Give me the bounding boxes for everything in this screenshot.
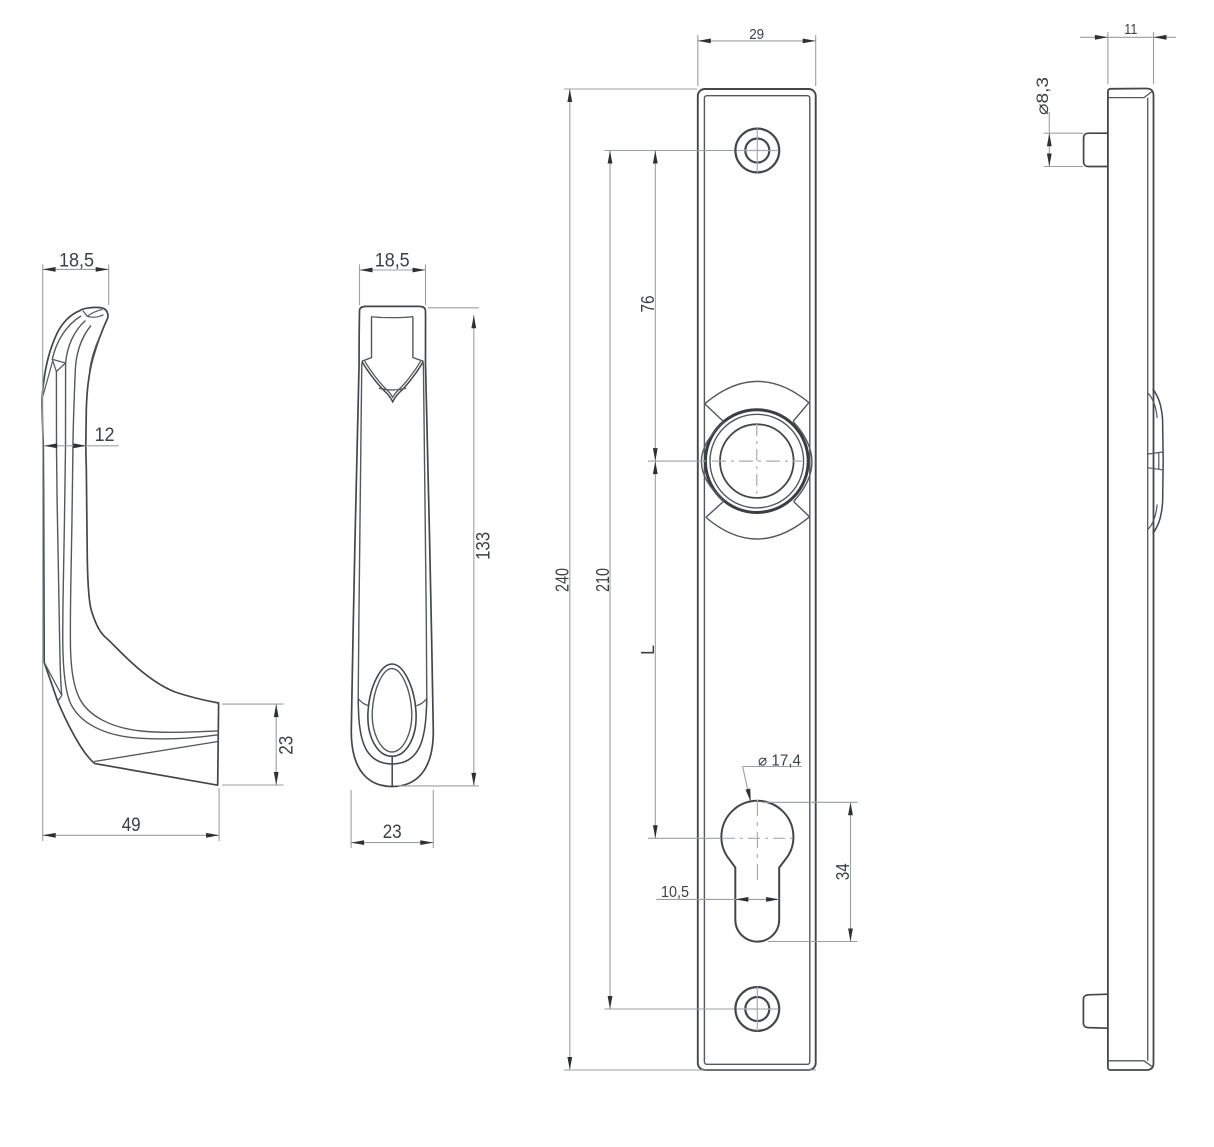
svg-text:23: 23: [383, 822, 402, 843]
svg-text:29: 29: [749, 26, 764, 43]
svg-text:76: 76: [638, 296, 658, 313]
svg-text:18,5: 18,5: [375, 250, 410, 271]
svg-text:12: 12: [95, 425, 115, 446]
svg-text:L: L: [638, 645, 658, 655]
svg-text:210: 210: [593, 568, 613, 592]
svg-text:23: 23: [277, 736, 298, 755]
svg-text:240: 240: [553, 568, 573, 592]
svg-text:18,5: 18,5: [59, 250, 94, 271]
svg-text:10,5: 10,5: [661, 884, 689, 901]
svg-text:133: 133: [474, 532, 495, 560]
svg-text:49: 49: [122, 815, 141, 836]
svg-text:⌀8,3: ⌀8,3: [1033, 77, 1052, 115]
svg-text:⌀ 17,4: ⌀ 17,4: [758, 752, 801, 769]
svg-text:11: 11: [1124, 21, 1137, 38]
svg-text:34: 34: [833, 863, 853, 880]
